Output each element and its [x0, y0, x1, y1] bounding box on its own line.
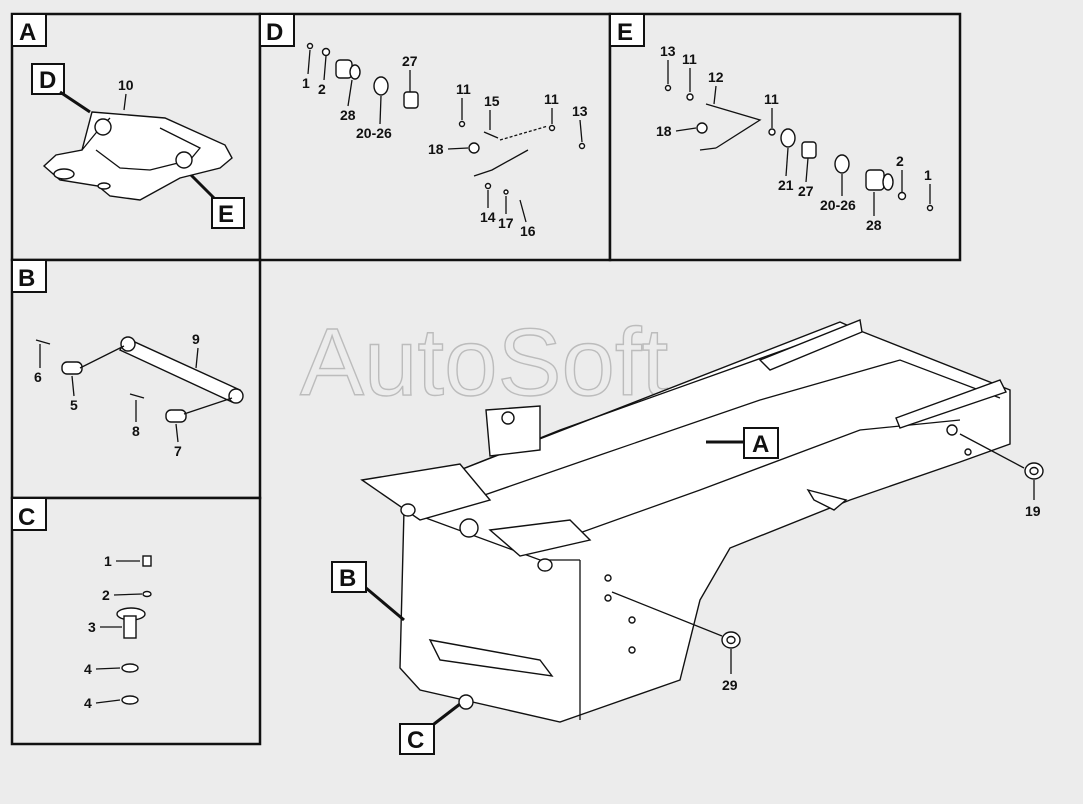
- part-number: 7: [174, 443, 182, 459]
- pin-assembly-drawing: [664, 84, 934, 212]
- part-number: 6: [34, 369, 42, 385]
- part-number: 27: [402, 53, 418, 69]
- part-number: 19: [1025, 503, 1041, 519]
- panel-c-label: C: [18, 504, 35, 531]
- part-number: 9: [192, 331, 200, 347]
- pin-assembly-drawing: [306, 42, 586, 195]
- panel-a: A D E 10: [10, 12, 262, 262]
- part-number: 13: [572, 103, 588, 119]
- panel-b-label: B: [18, 265, 35, 292]
- main-callout-c: C: [407, 727, 424, 754]
- part-number: 5: [70, 397, 78, 413]
- part-number: 1: [924, 167, 932, 183]
- part-number: 11: [682, 51, 697, 67]
- part-number: 18: [428, 141, 444, 157]
- main-callout-a: A: [752, 431, 769, 458]
- part-number: 14: [480, 209, 496, 225]
- part-number: 11: [456, 81, 471, 97]
- part-number: 21: [778, 177, 794, 193]
- part-number: 10: [118, 77, 134, 93]
- part-number: 27: [798, 183, 814, 199]
- part-number: 17: [498, 215, 514, 231]
- part-number: 2: [318, 81, 326, 97]
- panel-e: E 13 11 12 11 18 21 27 20-26: [608, 12, 962, 262]
- part-number: 28: [340, 107, 356, 123]
- part-number: 8: [132, 423, 140, 439]
- part-number: 15: [484, 93, 500, 109]
- part-number: 20-26: [820, 197, 856, 213]
- panel-d-label: D: [266, 19, 283, 46]
- part-number: 1: [302, 75, 310, 91]
- main-callouts: A B C 19 29: [331, 427, 1041, 755]
- part-number: 28: [866, 217, 882, 233]
- part-number: 1: [104, 553, 112, 569]
- bushing-stack-drawing: [116, 555, 152, 705]
- main-frame-drawing: [360, 319, 1044, 723]
- part-number: 4: [84, 661, 92, 677]
- part-number: 12: [708, 69, 724, 85]
- panel-c: C 1 2 3 4 4: [10, 496, 262, 746]
- part-number: 18: [656, 123, 672, 139]
- part-number: 11: [544, 91, 559, 107]
- part-number: 29: [722, 677, 738, 693]
- part-number: 11: [764, 91, 779, 107]
- part-number: 16: [520, 223, 536, 239]
- link-rod-drawing: [35, 336, 244, 423]
- watermark: AutoSoft: [300, 309, 668, 416]
- main-callout-b: B: [339, 565, 356, 592]
- part-number: 3: [88, 619, 96, 635]
- front-frame-drawing: [42, 111, 233, 201]
- part-number: 4: [84, 695, 92, 711]
- part-number: 2: [896, 153, 904, 169]
- panel-d: D 1 2 27 28 20-26 11 15: [258, 12, 612, 262]
- panel-a-label: A: [19, 19, 36, 46]
- panel-b: B 9 6 5 8 7: [10, 258, 262, 500]
- panel-a-callout-d: D: [39, 67, 56, 94]
- panel-a-callout-e: E: [218, 201, 234, 228]
- panel-e-label: E: [617, 19, 633, 46]
- part-number: 13: [660, 43, 676, 59]
- part-number: 2: [102, 587, 110, 603]
- part-number: 20-26: [356, 125, 392, 141]
